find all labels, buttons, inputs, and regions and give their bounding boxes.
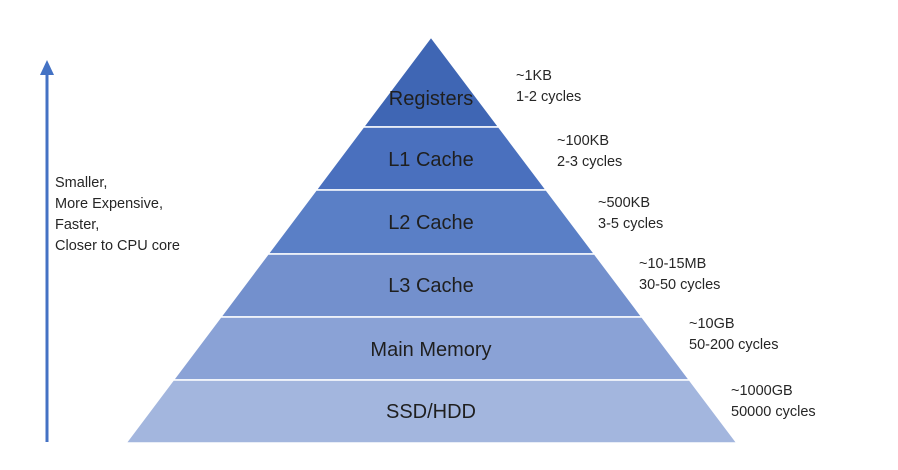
layer-registers-shape <box>361 35 501 128</box>
layer-main-memory-label: Main Memory <box>370 339 491 361</box>
registers-size: ~1KB <box>516 68 552 84</box>
layer-l2-cache-label: L2 Cache <box>388 212 474 234</box>
arrow-head-icon <box>40 60 54 75</box>
pyramid: Registers L1 Cache L2 Cache L3 Cache Mai… <box>124 35 739 444</box>
layer-registers-label: Registers <box>389 88 473 110</box>
l1-cache-size: ~100KB <box>557 133 609 149</box>
layer-specs: ~1KB 1-2 cycles ~100KB 2-3 cycles ~500KB… <box>516 68 816 420</box>
l1-cache-latency: 2-3 cycles <box>557 154 622 170</box>
registers-latency: 1-2 cycles <box>516 89 581 105</box>
main-memory-size: ~10GB <box>689 316 735 332</box>
side-note-line-smaller: Smaller, <box>55 175 107 191</box>
side-note: Smaller, More Expensive, Faster, Closer … <box>55 174 180 254</box>
l3-cache-latency: 30-50 cycles <box>639 277 720 293</box>
ssd-hdd-latency: 50000 cycles <box>731 404 816 420</box>
side-note-line-closer: Closer to CPU core <box>55 238 180 254</box>
layer-ssd-hdd-label: SSD/HDD <box>386 401 476 423</box>
ssd-hdd-size: ~1000GB <box>731 383 793 399</box>
side-note-line-faster: Faster, <box>55 217 99 233</box>
side-note-line-expensive: More Expensive, <box>55 196 163 212</box>
l3-cache-size: ~10-15MB <box>639 256 706 272</box>
l2-cache-size: ~500KB <box>598 195 650 211</box>
layer-l3-cache-label: L3 Cache <box>388 275 474 297</box>
layer-l1-cache-label: L1 Cache <box>388 149 474 171</box>
upward-arrow <box>40 60 54 442</box>
layer-ssd-hdd-shape <box>124 379 739 444</box>
l2-cache-latency: 3-5 cycles <box>598 216 663 232</box>
main-memory-latency: 50-200 cycles <box>689 337 778 353</box>
